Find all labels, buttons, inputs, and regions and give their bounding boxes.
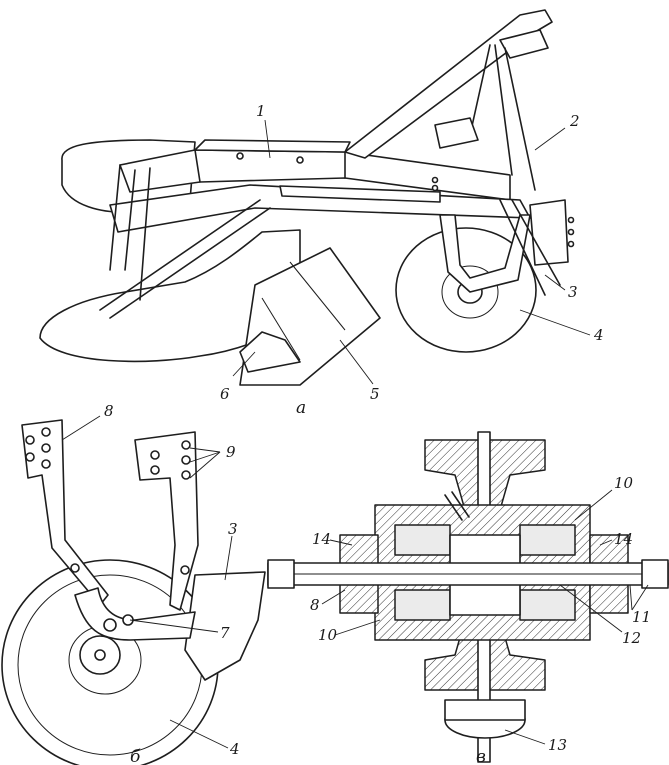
callout-label-8-c: 8: [310, 596, 320, 614]
view-b-coulter-front-view: [1, 419, 266, 765]
caption-view-b: б: [130, 747, 141, 765]
leader-lines: [61, 119, 649, 749]
view-c-hub-section: [267, 431, 669, 763]
callout-label-7: 7: [220, 624, 230, 642]
callout-label-4-b: 4: [229, 740, 240, 758]
callout-labels: 1 2 3 4 5 6 а 8 9 3 7 4 б 10 14 14 8 11 …: [104, 102, 651, 765]
callout-label-9: 9: [226, 443, 236, 461]
callout-label-5: 5: [370, 385, 380, 403]
callout-label-10-top: 10: [614, 474, 634, 492]
callout-label-4: 4: [593, 326, 604, 344]
caption-view-a: а: [296, 398, 306, 418]
callout-label-1: 1: [256, 102, 266, 120]
callout-label-11: 11: [632, 608, 651, 626]
callout-label-10-bottom: 10: [318, 626, 338, 644]
callout-label-2: 2: [569, 112, 580, 130]
callout-label-6: 6: [220, 385, 230, 403]
callout-label-14-left: 14: [312, 530, 331, 548]
callout-label-13: 13: [548, 736, 567, 754]
view-a-general-view: [39, 9, 575, 386]
callout-label-14-right: 14: [614, 530, 633, 548]
callout-label-12: 12: [622, 629, 641, 647]
callout-label-3-b: 3: [228, 520, 238, 538]
callout-label-8-b: 8: [104, 402, 114, 420]
caption-view-c: в: [476, 747, 486, 765]
callout-label-3: 3: [568, 283, 578, 301]
